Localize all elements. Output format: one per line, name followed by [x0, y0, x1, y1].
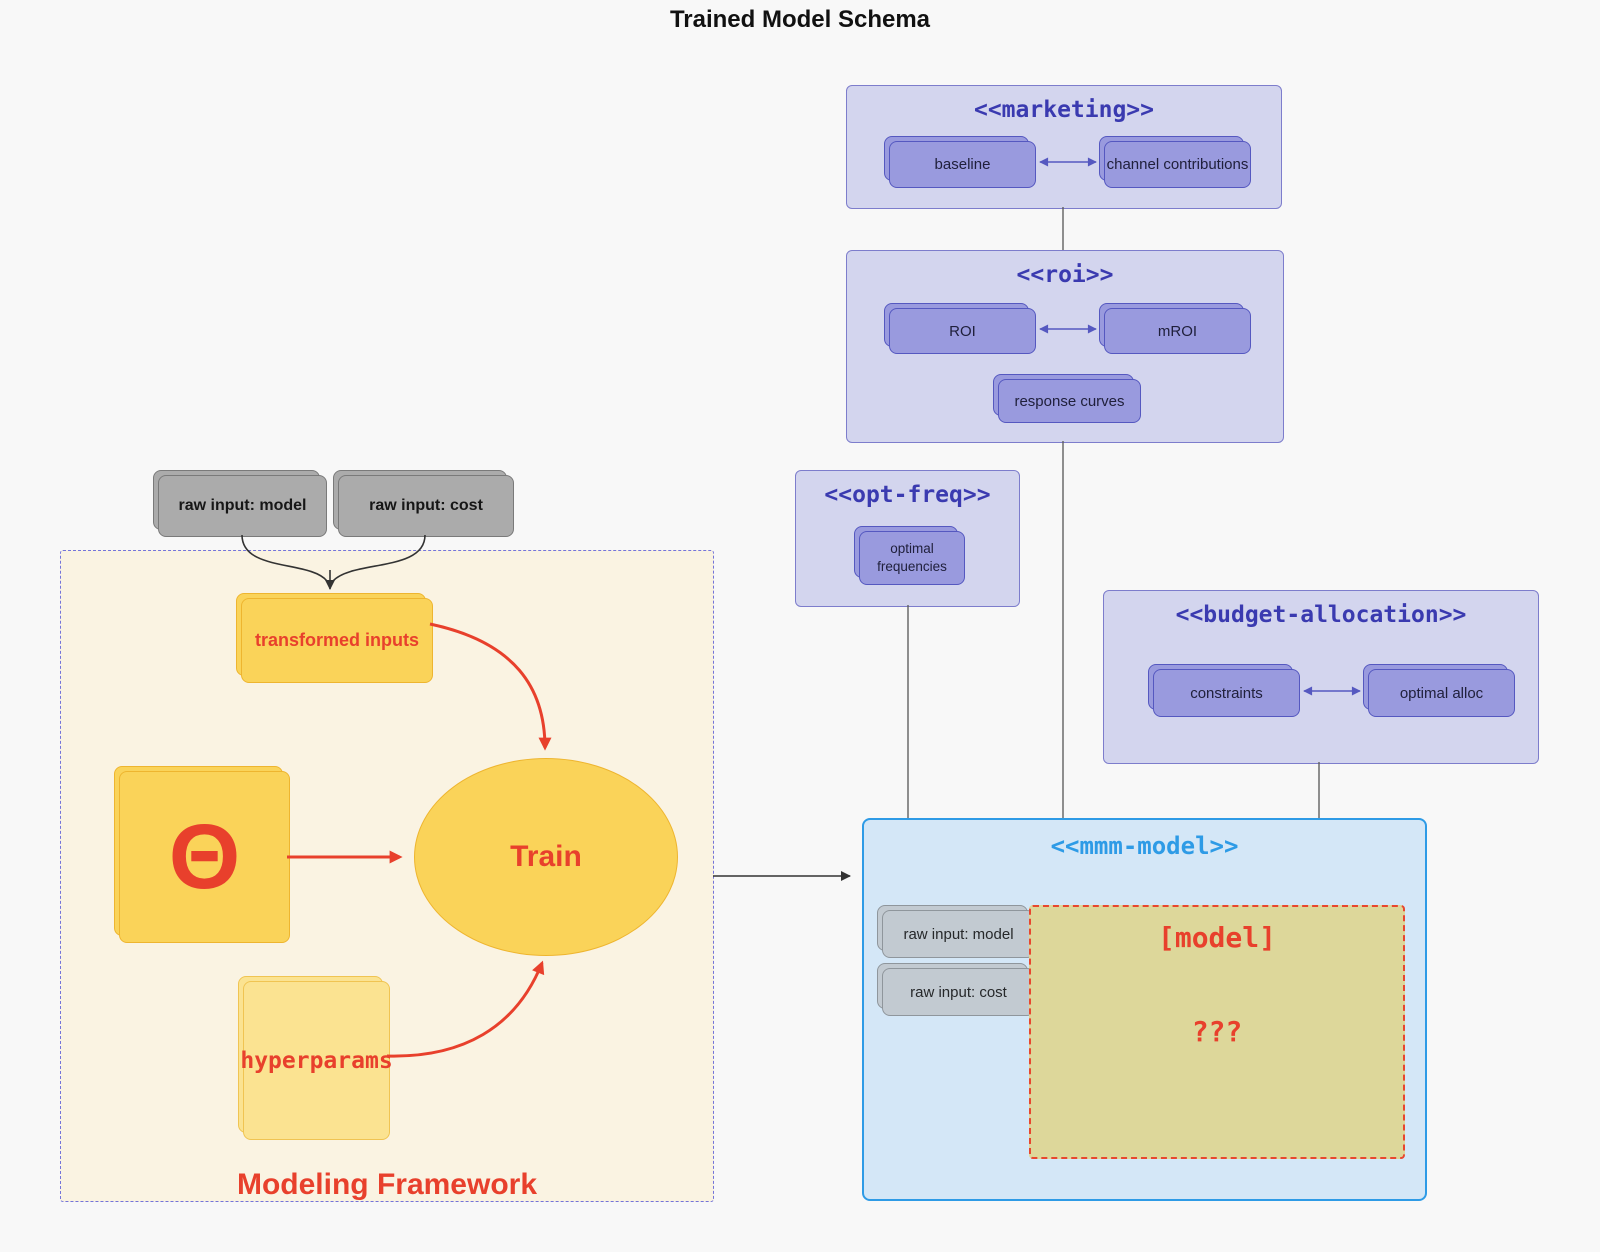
- node-raw-input-cost-label: raw input: cost: [369, 497, 483, 514]
- container-roi: <<roi>> ROI mROI response curves: [846, 250, 1284, 443]
- model-placeholder-box: [model] ???: [1029, 905, 1405, 1159]
- node-optimal-frequencies: optimal frequencies: [859, 531, 965, 585]
- node-hyperparams: hyperparams: [240, 981, 393, 1140]
- node-roi: ROI: [889, 308, 1036, 354]
- model-placeholder-title: [model]: [1157, 921, 1276, 954]
- node-train: Train: [414, 758, 678, 956]
- container-budget-allocation: <<budget-allocation>> constraints optima…: [1103, 590, 1539, 764]
- node-mroi: mROI: [1104, 308, 1251, 354]
- node-raw-input-model-label: raw input: model: [178, 497, 307, 514]
- node-optimal-alloc: optimal alloc: [1368, 669, 1515, 717]
- node-response-curves: response curves: [998, 379, 1141, 423]
- modeling-framework-label: Modeling Framework: [236, 1168, 538, 1201]
- node-transformed-inputs-label: transformed inputs: [254, 630, 419, 650]
- node-constraints-label: constraints: [1190, 684, 1263, 702]
- container-marketing: <<marketing>> baseline channel contribut…: [846, 85, 1282, 209]
- container-modeling-framework: transformed inputs Θ Train hyperparams M…: [60, 550, 714, 1202]
- node-roi-label: ROI: [949, 322, 976, 340]
- node-baseline-label: baseline: [934, 156, 991, 173]
- node-theta: Θ: [119, 771, 290, 943]
- node-raw-input-cost: raw input: cost: [338, 475, 514, 537]
- page-title: Trained Model Schema: [669, 6, 931, 33]
- container-opt-freq: <<opt-freq>> optimal frequencies: [795, 470, 1020, 607]
- theta-symbol: Θ: [168, 806, 241, 908]
- node-optimal-frequencies-label: optimal frequencies: [877, 540, 947, 574]
- node-optimal-alloc-label: optimal alloc: [1399, 684, 1484, 702]
- container-mmm-model-title: <<mmm-model>>: [1050, 832, 1239, 860]
- node-transformed-inputs: transformed inputs: [241, 598, 433, 683]
- node-raw-input-model: raw input: model: [158, 475, 327, 537]
- node-channel-contributions: channel contributions: [1104, 141, 1251, 188]
- node-hyperparams-label: hyperparams: [240, 1047, 393, 1074]
- node-baseline: baseline: [889, 141, 1036, 188]
- container-opt-freq-title: <<opt-freq>>: [824, 482, 991, 508]
- node-mroi-label: mROI: [1157, 322, 1198, 340]
- container-marketing-title: <<marketing>>: [973, 97, 1154, 123]
- model-placeholder-unknown: ???: [1191, 1015, 1243, 1048]
- container-roi-title: <<roi>>: [1016, 262, 1114, 288]
- node-mmm-raw-input-cost-label: raw input: cost: [910, 983, 1007, 1001]
- container-mmm-model: <<mmm-model>> raw input: model raw input…: [862, 818, 1427, 1201]
- node-response-curves-label: response curves: [1014, 392, 1125, 410]
- container-budget-allocation-title: <<budget-allocation>>: [1175, 602, 1467, 628]
- node-channel-contributions-label: channel contributions: [1106, 156, 1249, 173]
- node-mmm-raw-input-model-label: raw input: model: [903, 925, 1014, 943]
- node-train-label: Train: [510, 840, 582, 873]
- node-mmm-raw-input-cost: raw input: cost: [882, 968, 1035, 1016]
- node-mmm-raw-input-model: raw input: model: [882, 910, 1035, 958]
- node-constraints: constraints: [1153, 669, 1300, 717]
